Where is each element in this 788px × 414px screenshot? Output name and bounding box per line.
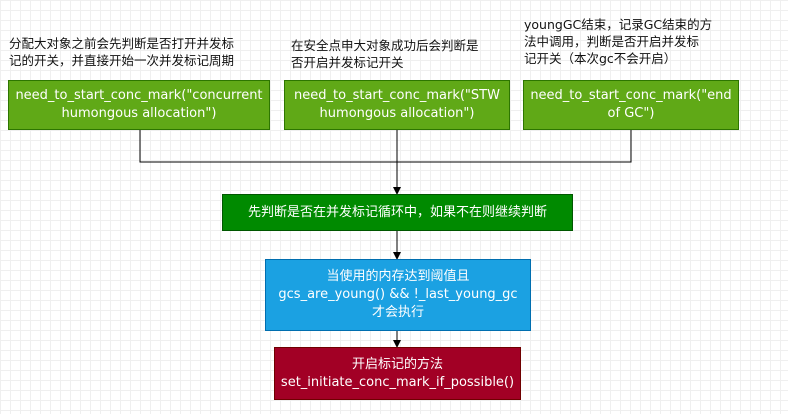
note-left: 分配大对象之前会先判断是否打开并发标 记的开关，并直接开始一次并发标记周期 <box>9 36 235 68</box>
box-call-concurrent-humongous: need_to_start_conc_mark("concurrent humo… <box>8 80 270 130</box>
connector-left <box>139 130 397 163</box>
box-threshold-condition: 当使用的内存达到阈值且 gcs_are_young() && !_last_yo… <box>265 259 531 331</box>
box-start-marking: 开启标记的方法 set_initiate_conc_mark_if_possib… <box>274 347 521 400</box>
box-check-concurrent-cycle: 先判断是否在并发标记循环中，如果不在则继续判断 <box>222 194 573 231</box>
box-call-stw-humongous: need_to_start_conc_mark("STW humongous a… <box>284 80 510 130</box>
note-middle: 在安全点申大对象成功后会判断是 否开启并发标记开关 <box>291 38 479 70</box>
note-right: youngGC结束，记录GC结束的方 法中调用，判断是否开启并发标 记开关（本次… <box>524 17 713 66</box>
box-call-end-of-gc: need_to_start_conc_mark("end of GC") <box>523 80 739 130</box>
connector-right <box>397 130 632 163</box>
